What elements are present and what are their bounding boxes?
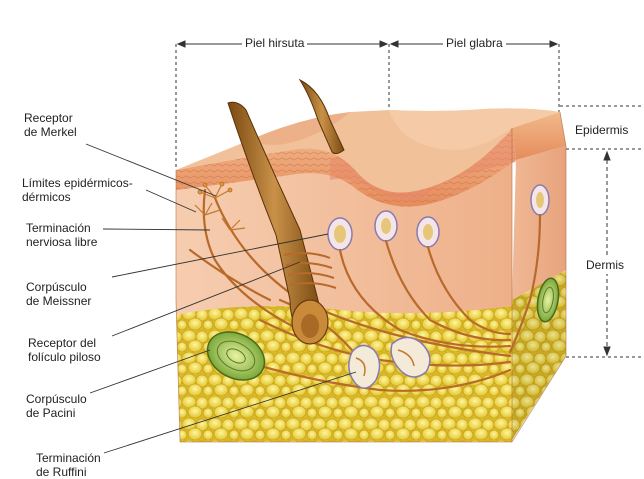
layer-dimension-lines xyxy=(560,106,644,357)
layer-label-epidermis: Epidermis xyxy=(573,121,630,139)
label-free-nerve-ending: Terminación nerviosa libre xyxy=(26,221,97,249)
label-epidermal-dermal-borders: Límites epidérmicos- dérmicos xyxy=(22,176,133,204)
label-meissner-line2: de Meissner xyxy=(26,294,91,308)
skin-block-side xyxy=(512,112,566,440)
label-ruffini-line2: de Ruffini xyxy=(36,465,101,479)
label-meissner-line1: Corpúsculo xyxy=(26,280,91,294)
label-borders-line2: dérmicos xyxy=(22,190,133,204)
label-hair-follicle-line2: folículo piloso xyxy=(28,350,101,364)
label-pacini-line1: Corpúsculo xyxy=(26,392,87,406)
layer-label-dermis: Dermis xyxy=(584,256,626,274)
label-meissner-corpuscle: Corpúsculo de Meissner xyxy=(26,280,91,308)
label-merkel-receptor: Receptor de Merkel xyxy=(24,111,77,139)
label-ruffini-line1: Terminación xyxy=(36,451,101,465)
region-label-glabrous: Piel glabra xyxy=(443,36,506,50)
label-pacini-corpuscle: Corpúsculo de Pacini xyxy=(26,392,87,420)
region-label-hairy: Piel hirsuta xyxy=(242,36,307,50)
label-ruffini-ending: Terminación de Ruffini xyxy=(36,451,101,479)
label-free-nerve-line1: Terminación xyxy=(26,221,97,235)
label-merkel-line2: de Merkel xyxy=(24,125,77,139)
label-pacini-line2: de Pacini xyxy=(26,406,87,420)
label-hair-follicle-receptor: Receptor del folículo piloso xyxy=(28,336,101,364)
skin-block-front xyxy=(176,128,516,442)
label-borders-line1: Límites epidérmicos- xyxy=(22,176,133,190)
label-hair-follicle-line1: Receptor del xyxy=(28,336,101,350)
label-merkel-line1: Receptor xyxy=(24,111,77,125)
label-free-nerve-line2: nerviosa libre xyxy=(26,235,97,249)
